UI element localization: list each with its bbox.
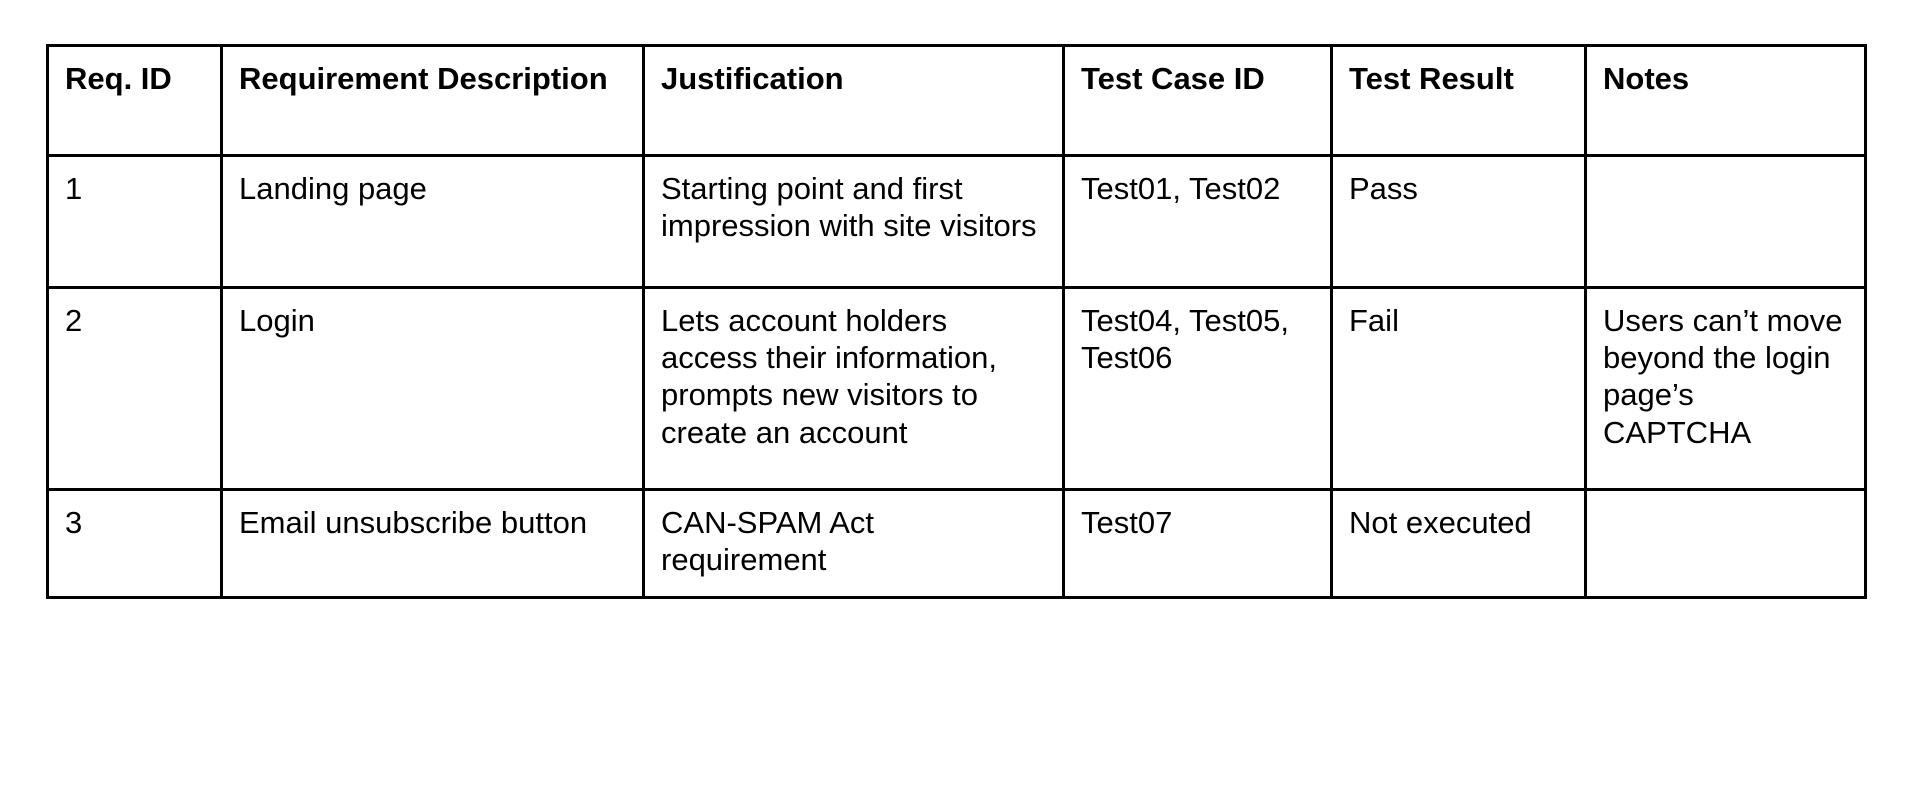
cell-requirement-description: Landing page [220, 154, 645, 289]
cell-req-id: 3 [46, 487, 223, 600]
requirements-traceability-table-container: Req. ID Requirement Description Justific… [46, 44, 1867, 600]
cell-justification: Lets account holders access their inform… [642, 286, 1065, 491]
cell-test-result: Fail [1330, 286, 1587, 491]
cell-justification: CAN-SPAM Act requirement [642, 487, 1065, 600]
cell-justification: Starting point and first impression with… [642, 154, 1065, 289]
column-header-test-case-id: Test Case ID [1062, 44, 1333, 157]
cell-notes [1584, 487, 1867, 600]
cell-notes [1584, 154, 1867, 289]
cell-test-case-id: Test01, Test02 [1062, 154, 1333, 289]
cell-notes: Users can’t move beyond the login page’s… [1584, 286, 1867, 491]
table-header-row: Req. ID Requirement Description Justific… [46, 44, 1867, 157]
table-row: 2 Login Lets account holders access thei… [46, 286, 1867, 491]
column-header-requirement-description: Requirement Description [220, 44, 645, 157]
cell-req-id: 2 [46, 286, 223, 491]
cell-test-result: Not executed [1330, 487, 1587, 600]
cell-req-id: 1 [46, 154, 223, 289]
column-header-test-result: Test Result [1330, 44, 1587, 157]
cell-test-case-id: Test07 [1062, 487, 1333, 600]
cell-test-case-id: Test04, Test05, Test06 [1062, 286, 1333, 491]
table-header: Req. ID Requirement Description Justific… [46, 44, 1867, 157]
column-header-req-id: Req. ID [46, 44, 223, 157]
cell-test-result: Pass [1330, 154, 1587, 289]
requirements-traceability-table: Req. ID Requirement Description Justific… [46, 44, 1867, 600]
table-row: 1 Landing page Starting point and first … [46, 154, 1867, 289]
table-row: 3 Email unsubscribe button CAN-SPAM Act … [46, 487, 1867, 600]
cell-requirement-description: Login [220, 286, 645, 491]
column-header-notes: Notes [1584, 44, 1867, 157]
column-header-justification: Justification [642, 44, 1065, 157]
table-body: 1 Landing page Starting point and first … [46, 154, 1867, 600]
cell-requirement-description: Email unsubscribe button [220, 487, 645, 600]
